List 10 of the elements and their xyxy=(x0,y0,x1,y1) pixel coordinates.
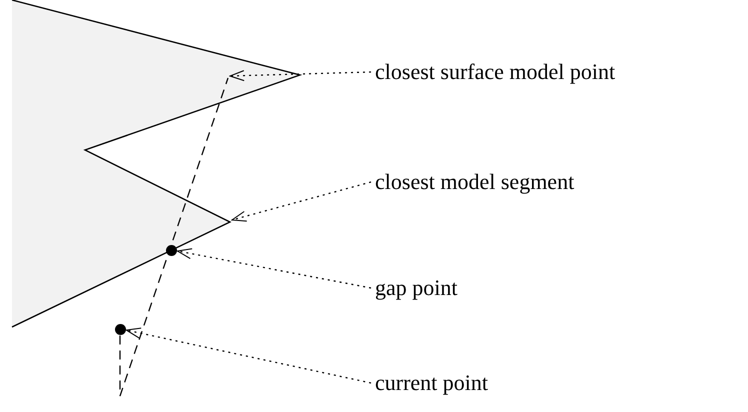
callout-label: gap point xyxy=(375,275,458,301)
point-dot xyxy=(114,324,126,334)
leader-line xyxy=(126,328,372,384)
callout-label: current point xyxy=(375,370,488,396)
leader-line xyxy=(176,248,372,289)
callout-label: closest surface model point xyxy=(375,59,616,85)
dashed-line xyxy=(119,78,229,397)
leader-line xyxy=(230,70,372,82)
callout-label: closest model segment xyxy=(375,169,574,195)
leader-line xyxy=(232,181,372,222)
